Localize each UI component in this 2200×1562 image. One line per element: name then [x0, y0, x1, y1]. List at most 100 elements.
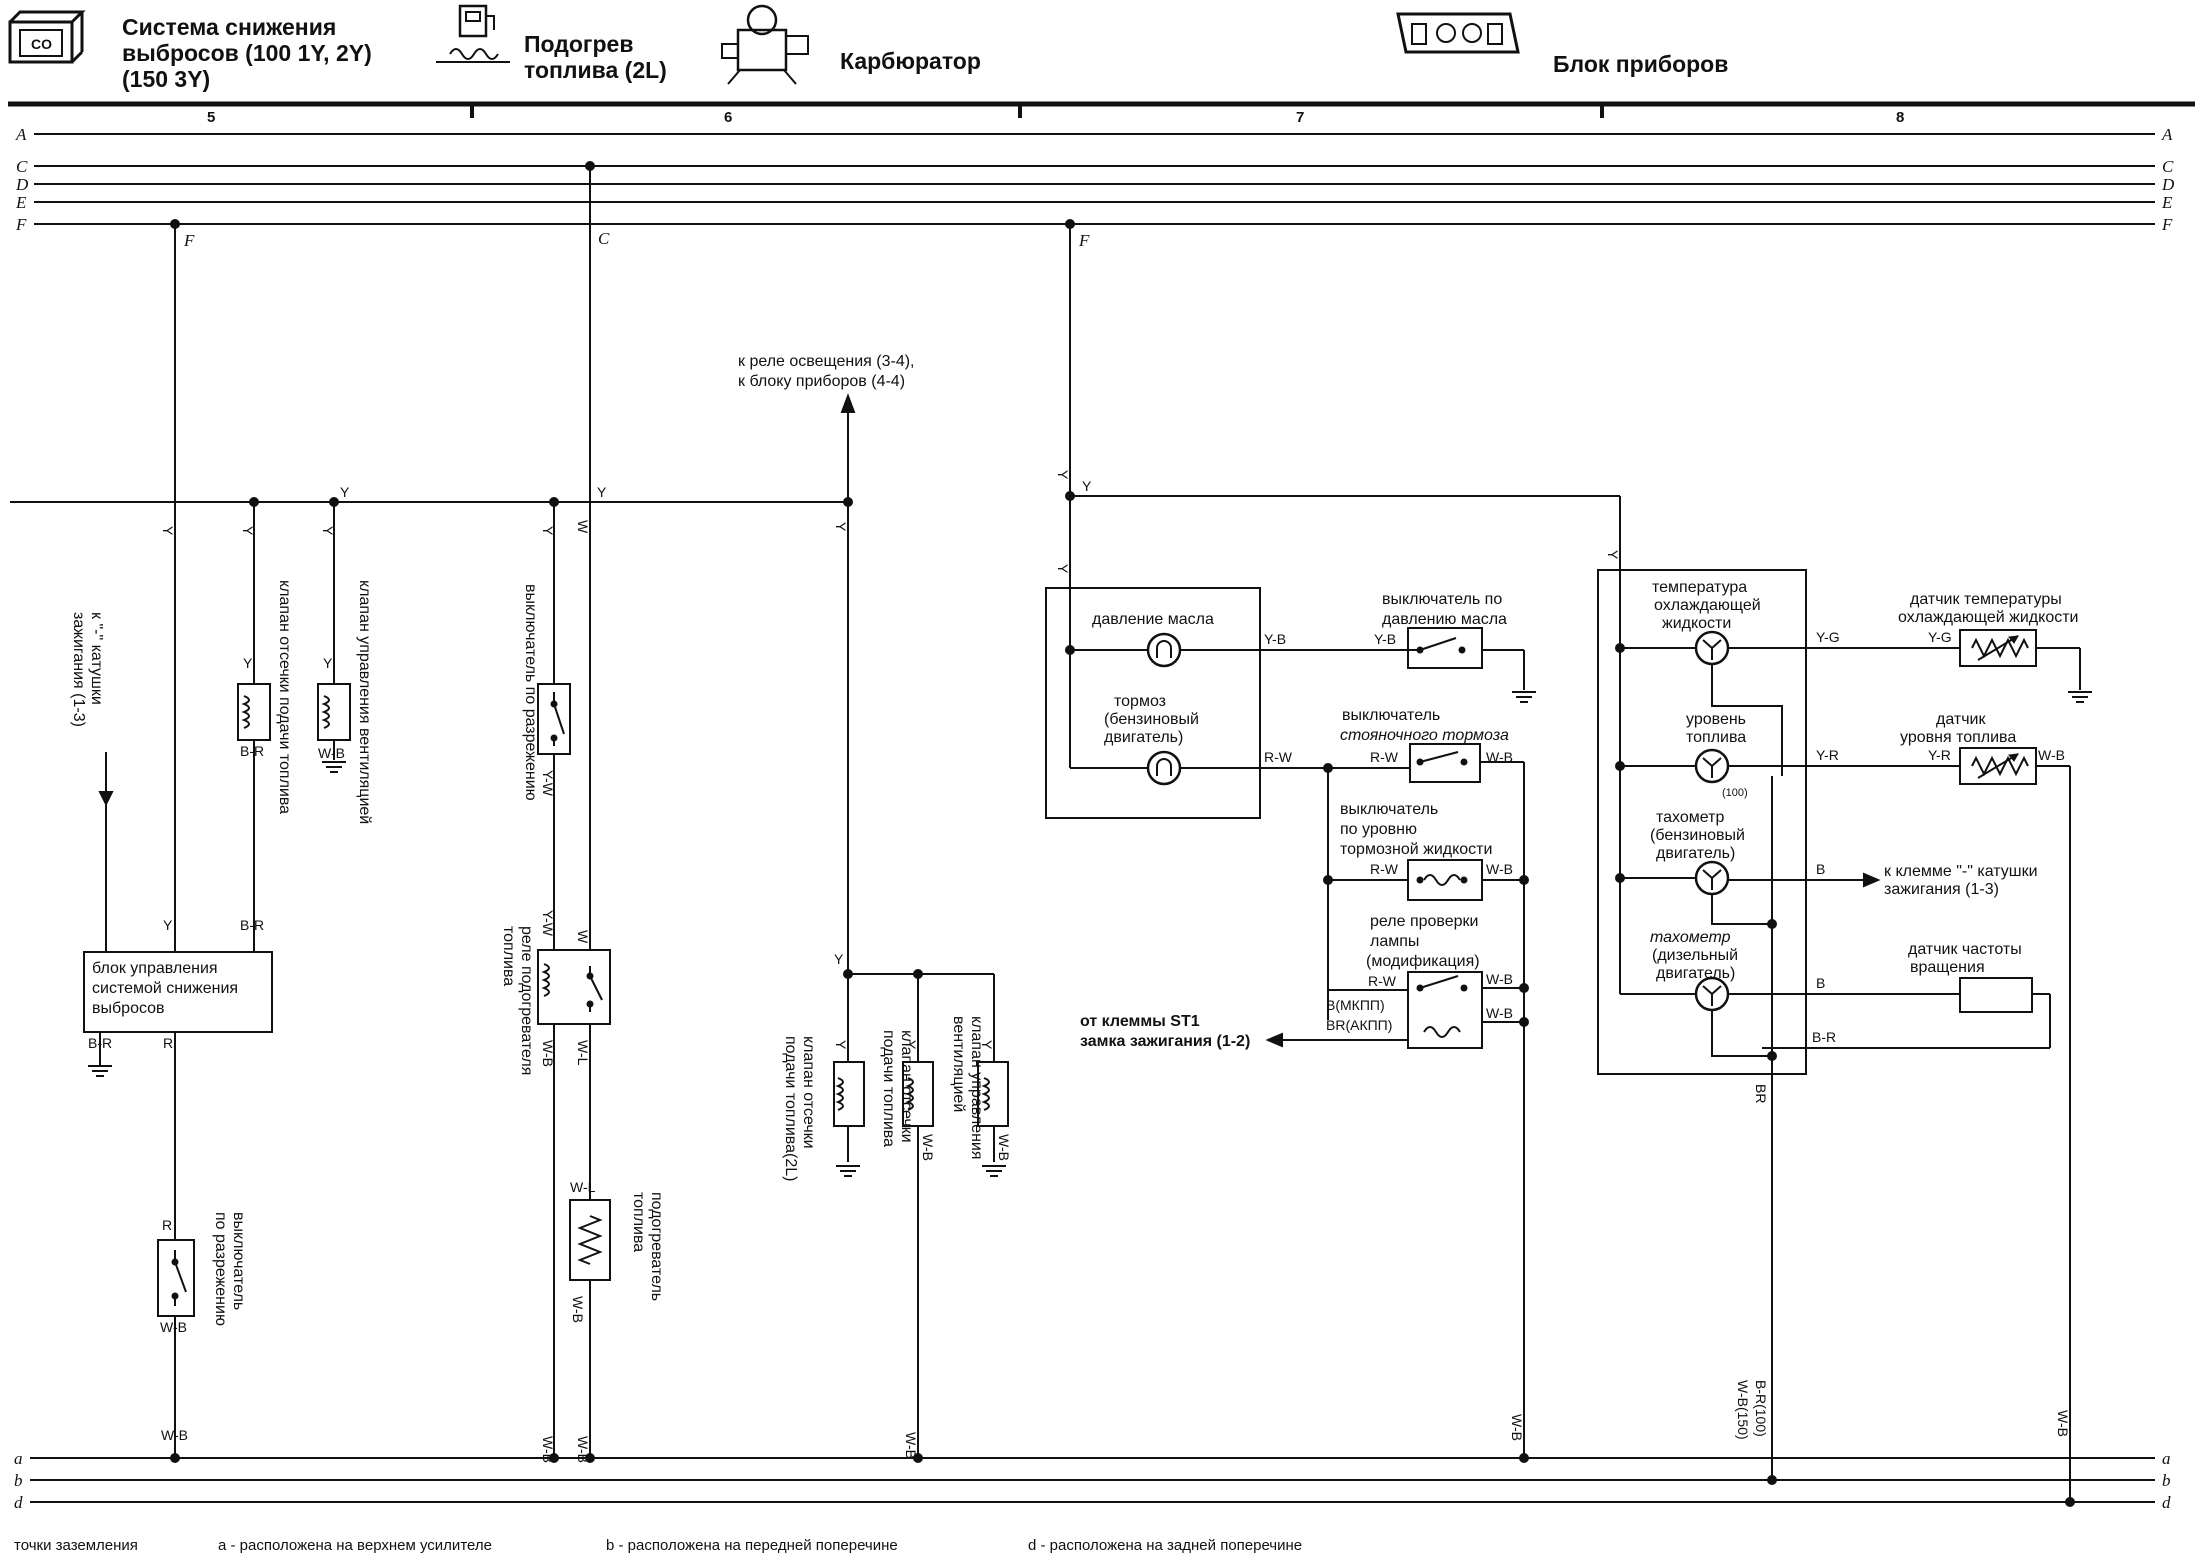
wire-y-2: Y: [597, 484, 607, 500]
valve-vent2-label-2: вентиляцией: [950, 1016, 967, 1112]
carburetor-title: Карбюратор: [840, 48, 981, 74]
lamp-relay-label-2: лампы: [1370, 933, 1419, 950]
wire-br-v1: B-R: [240, 743, 264, 759]
fuel-heat-title-2: топлива (2L): [524, 57, 667, 83]
wire-yb-1: Y-B: [1264, 631, 1286, 647]
brake-label-2: (бензиновый: [1104, 711, 1199, 728]
lamp-relay-label-3: (модификация): [1366, 953, 1480, 970]
speed-sensor-label-1: датчик частоты: [1908, 941, 2022, 958]
level-sensor-label-2: уровня топлива: [1900, 729, 2016, 746]
ecu-label-1: блок управления: [92, 960, 218, 977]
tacho-gas-label-3: двигатель): [1656, 845, 1735, 862]
valve-cut-2l-label-1: клапан отсечки: [800, 1036, 817, 1149]
oil-switch-label-1: выключатель по: [1382, 591, 1502, 608]
wire-yr-1: Y-R: [1816, 747, 1839, 763]
wire-yg-2: Y-G: [1928, 629, 1952, 645]
bus-d-bottom-left: d: [14, 1493, 23, 1512]
footer-b: b - расположена на передней поперечине: [606, 1537, 898, 1554]
wire-y-1: Y: [340, 484, 350, 500]
bus-a-bottom-right: a: [2162, 1449, 2171, 1468]
wire-rw-1: R-W: [1264, 749, 1293, 765]
fuel-level-label-1: уровень: [1686, 711, 1746, 728]
footer-title: точки заземления: [14, 1537, 138, 1554]
tap-c: C: [598, 229, 610, 248]
wire-b-mt: B(МКПП): [1326, 997, 1385, 1013]
wire-b-speed: B: [1816, 975, 1825, 991]
heater-label-1: подогреватель: [648, 1192, 665, 1301]
wire-y-v13: Y: [1055, 470, 1071, 480]
heater-label-2: топлива: [630, 1192, 647, 1252]
wire-wb-relay-2: W-B: [1486, 1005, 1513, 1021]
wire-br-speed: B-R: [1812, 1029, 1836, 1045]
wire-y-v2: Y: [240, 526, 256, 536]
wire-wb-v3: W-B: [570, 1296, 586, 1323]
wire-wb-a3: W-B: [575, 1436, 591, 1463]
tap-f-2: F: [1078, 231, 1090, 250]
valve-vent2-label-1: клапан управления: [968, 1016, 985, 1160]
st1-label-1: от клеммы ST1: [1080, 1013, 1200, 1030]
to-coil-label-1: к "-" катушки: [88, 612, 105, 705]
coolant-temp-label-1: температура: [1652, 579, 1747, 596]
wire-w-v1: W: [575, 520, 591, 534]
instruments-title: Блок приборов: [1553, 51, 1728, 77]
carburetor-icon: [721, 4, 809, 85]
wire-wb-fluid: W-B: [1486, 861, 1513, 877]
tacho-diesel-label-1: тахометр: [1650, 929, 1731, 946]
wire-y-v7: Y: [833, 522, 849, 532]
to-coil2-label-2: зажигания (1-3): [1884, 881, 1999, 898]
bus-a-bottom-left: a: [14, 1449, 23, 1468]
wire-wl-v1: W-L: [575, 1040, 591, 1066]
coolant-temp-label-2: охлаждающей: [1654, 597, 1761, 614]
level-sensor-label-1: датчик: [1936, 711, 1986, 728]
bottom-buses: a b d a b d: [14, 1449, 2171, 1512]
tacho-gas-label-2: (бензиновый: [1650, 827, 1745, 844]
wire-y-v9: Y: [833, 1040, 849, 1050]
park-switch-label-1: выключатель: [1342, 707, 1440, 724]
vac-switch2-label-2: по разрежению: [212, 1212, 229, 1326]
bus-d-left: D: [15, 175, 29, 194]
column-7: 7: [1296, 109, 1304, 126]
wire-br-ecu: B-R: [88, 1035, 112, 1051]
section-carburetor: к реле освещения (3-4), к блоку приборов…: [738, 353, 1012, 1463]
valve-cut-2l-label-2: подачи топлива(2L): [782, 1036, 799, 1181]
wire-br-at: BR(АКПП): [1326, 1017, 1392, 1033]
column-6: 6: [724, 109, 732, 126]
fuel-level-100: (100): [1722, 787, 1748, 799]
emission-box-icon: CO: [8, 10, 86, 64]
emission-title-2: выбросов (100 1Y, 2Y): [122, 40, 372, 66]
st1-label-2: замка зажигания (1-2): [1080, 1033, 1250, 1050]
wire-r-vac: R: [162, 1217, 172, 1233]
bus-a-left: A: [15, 125, 27, 144]
wire-wb150: W-B(150): [1735, 1380, 1751, 1440]
valve-fuel-cut-label: клапан отсечки подачи топлива: [276, 580, 293, 814]
wire-wb-a4: W-B: [903, 1432, 919, 1459]
top-buses: A C D E F A C D E F: [15, 125, 2175, 234]
temp-sensor-label-2: охлаждающей жидкости: [1898, 609, 2078, 626]
bus-a-right: A: [2161, 125, 2173, 144]
bus-c-left: C: [16, 157, 28, 176]
wire-brc: BR: [1753, 1084, 1769, 1103]
bus-f-right: F: [2161, 215, 2173, 234]
vac-switch2-label-1: выключатель: [230, 1212, 247, 1310]
to-coil-label-2: зажигания (1-3): [70, 612, 87, 727]
wire-y-v3: Y: [243, 655, 253, 671]
section-fuel-heat: Y Y-W Y-W выключатель по разрежению C W …: [500, 161, 665, 1463]
bus-b-bottom-right: b: [2162, 1471, 2171, 1490]
wire-y-v11: Y: [979, 1040, 995, 1050]
bus-d-right: D: [2161, 175, 2175, 194]
tap-f-1: F: [183, 231, 195, 250]
wire-y-v4: Y: [320, 526, 336, 536]
section-warning-lamps: F Y Y Y давление масла тормоз (бензиновы…: [1045, 219, 1620, 1463]
section-emission: F Y Y R к "-" катушки зажигания (1-3) Y …: [70, 219, 373, 1463]
wire-wb-vac: W-B: [160, 1319, 187, 1335]
wire-wb-a1: W-B: [161, 1427, 188, 1443]
wire-wb-level: W-B: [2038, 747, 2065, 763]
speed-sensor-label-2: вращения: [1910, 959, 1985, 976]
bus-d-bottom-right: d: [2162, 1493, 2171, 1512]
wire-wb-a5: W-B: [1509, 1414, 1525, 1441]
brake-label-3: двигатель): [1104, 729, 1183, 746]
fluid-switch-label-2: по уровню: [1340, 821, 1417, 838]
footer: точки заземления а - расположена на верх…: [14, 1537, 1302, 1554]
bus-b-bottom-left: b: [14, 1471, 23, 1490]
wire-r-ecu: R: [163, 1035, 173, 1051]
